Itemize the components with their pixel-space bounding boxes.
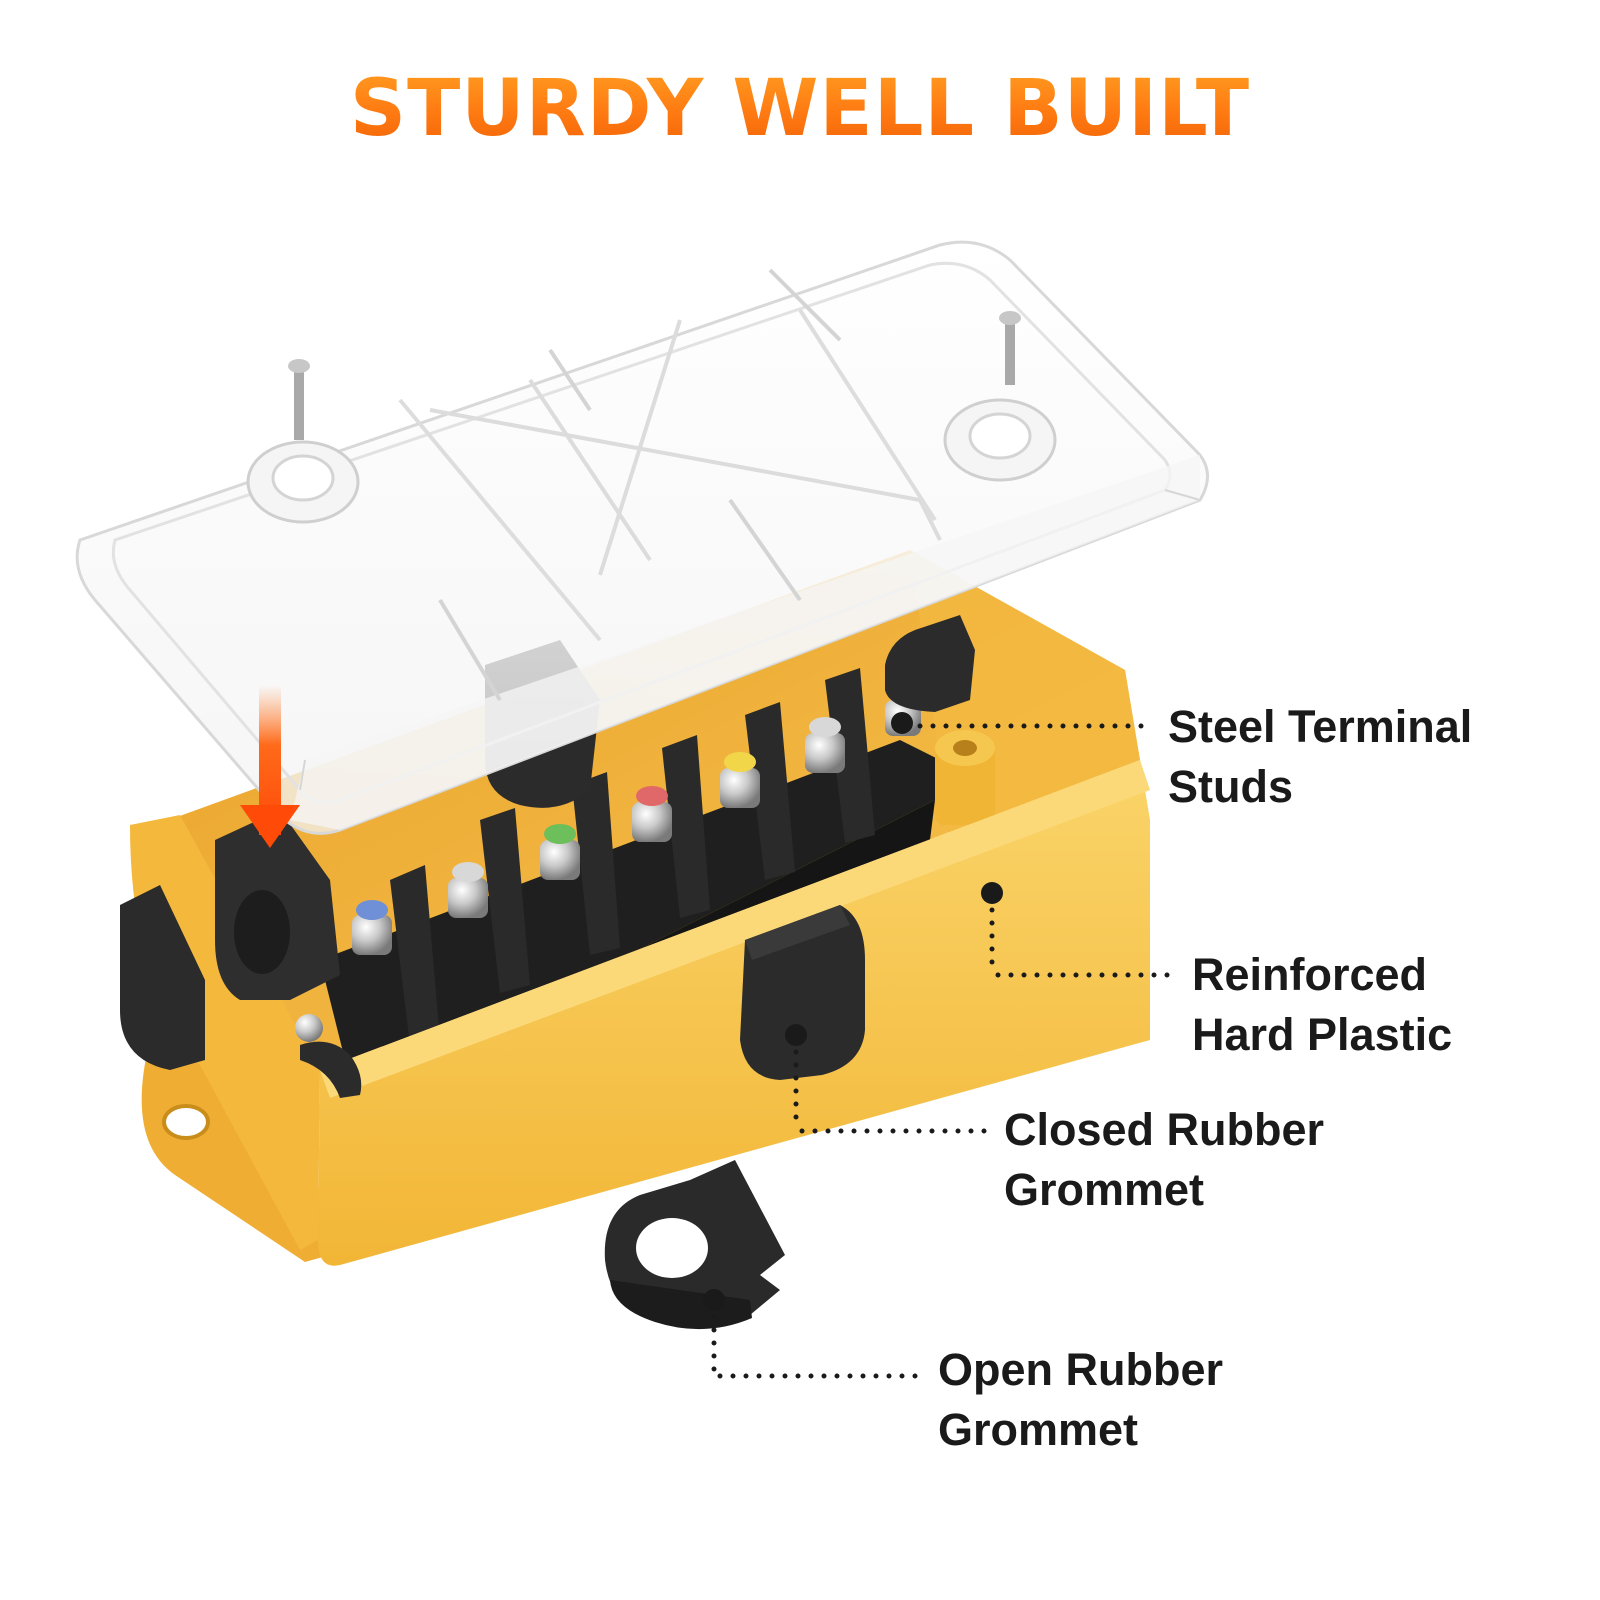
terminal-stud [448, 862, 488, 918]
callout-dot [703, 1289, 725, 1311]
callout-line-1: Steel Terminal [1168, 701, 1473, 752]
callout-open-rubber-grommet: Open Rubber Grommet [938, 1340, 1223, 1460]
callout-closed-rubber-grommet: Closed Rubber Grommet [1004, 1100, 1324, 1220]
callout-line-1: Reinforced [1192, 949, 1428, 1000]
callout-line-2: Grommet [938, 1404, 1139, 1455]
mounting-hole [162, 1104, 210, 1140]
callout-leaders [703, 712, 1178, 1379]
open-rubber-grommet [604, 1160, 785, 1330]
terminal-stud [352, 900, 392, 955]
lid-screws [288, 311, 1021, 440]
callout-line-2: Grommet [1004, 1164, 1205, 1215]
terminal-stud [720, 752, 760, 808]
terminal-stud [540, 824, 580, 880]
screw-post [935, 730, 995, 825]
page-title: STURDY WELL BUILT [0, 70, 1600, 148]
callout-line-1: Open Rubber [938, 1344, 1224, 1395]
terminal-block [320, 668, 940, 1085]
box-front-wall [318, 760, 1150, 1266]
down-arrow-icon [240, 685, 300, 848]
corner-screw [295, 1014, 362, 1098]
lid-screw-post [246, 398, 1057, 524]
left-end-grommet [120, 810, 340, 1070]
callout-dot [981, 882, 1003, 904]
callout-line-2: Studs [1168, 761, 1294, 812]
callout-steel-terminal-studs: Steel Terminal Studs [1168, 697, 1472, 817]
callout-dot [891, 712, 913, 734]
terminal-stud [805, 717, 845, 773]
callout-dot [785, 1024, 807, 1046]
callout-line-1: Closed Rubber [1004, 1104, 1325, 1155]
closed-rubber-grommet [740, 905, 865, 1080]
clear-lid [75, 240, 1209, 835]
terminal-stud [632, 786, 672, 842]
callout-reinforced-hard-plastic: Reinforced Hard Plastic [1192, 945, 1452, 1065]
callout-line-2: Hard Plastic [1192, 1009, 1453, 1060]
